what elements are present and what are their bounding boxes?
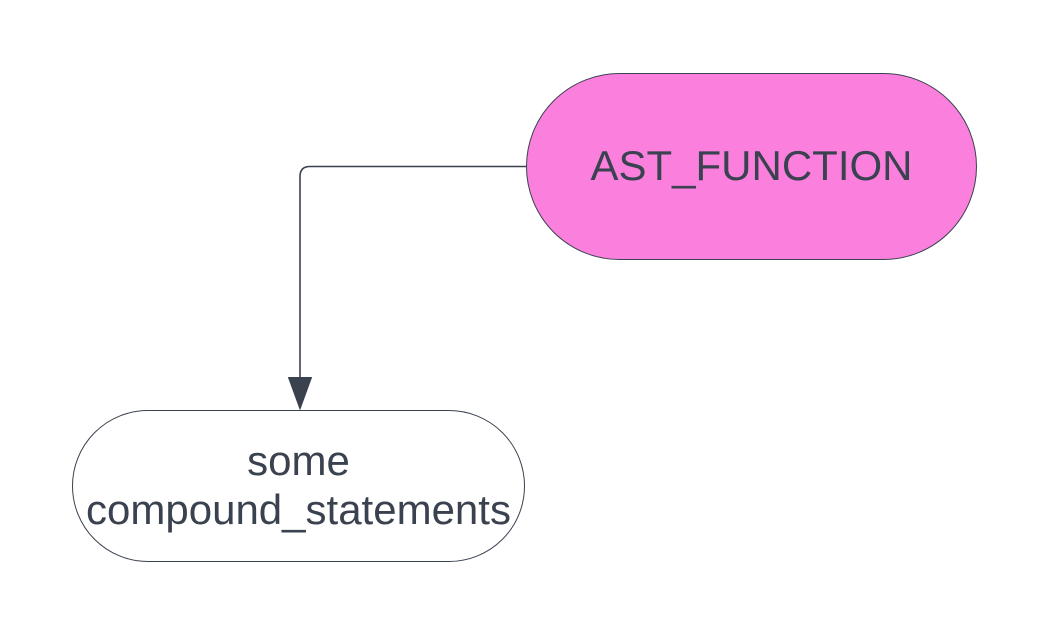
edge-connector-line [299,165,526,378]
node-ast-function[interactable]: AST_FUNCTION [526,73,977,260]
node-some-compound-statements[interactable]: some compound_statements [72,410,525,562]
node-some-compound-statements-label: some compound_statements [86,437,511,533]
edge-arrowhead-icon [287,377,313,411]
node-ast-function-label: AST_FUNCTION [590,142,913,190]
